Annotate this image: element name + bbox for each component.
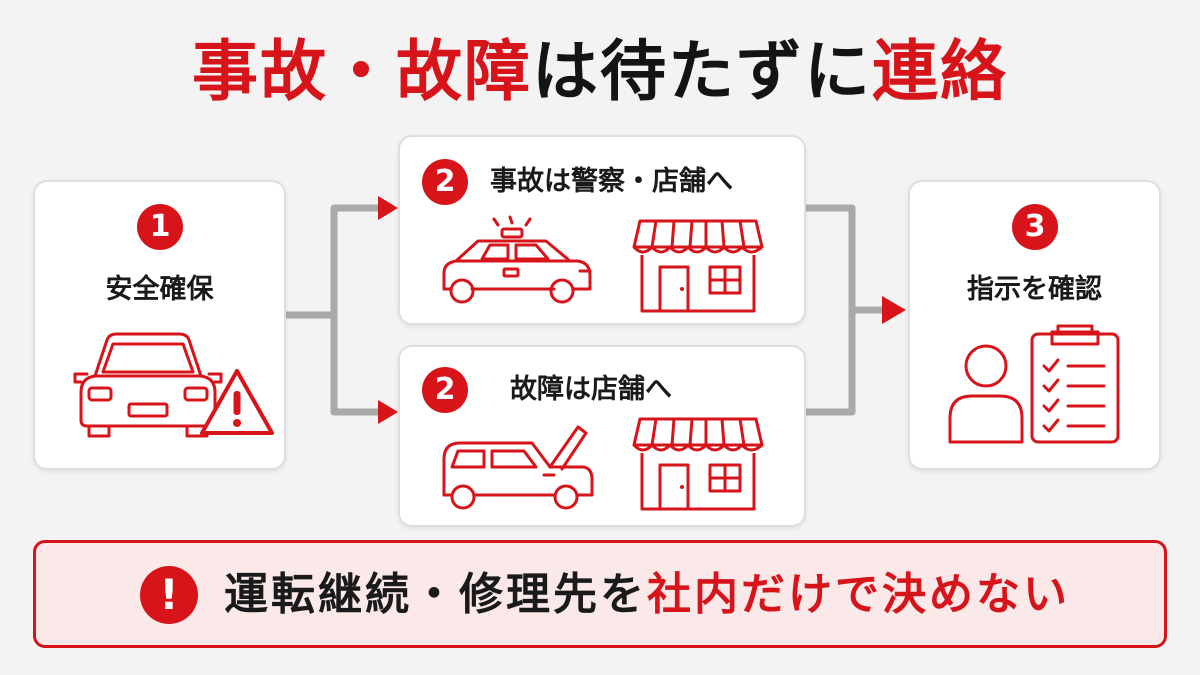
page-title: 事故・故障は待たずに連絡 — [0, 26, 1200, 118]
shop-icon — [632, 219, 764, 313]
title-contact: 連絡 — [872, 33, 1008, 110]
step-label: 故障は店舗へ — [510, 374, 672, 405]
warning-text-part1: 運転継続・修理先を — [224, 569, 647, 620]
arrow-to-confirm — [882, 296, 906, 324]
title-accident-breakdown: 事故・故障 — [192, 33, 532, 110]
step-number-badge: 1 — [137, 204, 183, 250]
title-without-waiting: は待たずに — [532, 33, 872, 110]
person-icon — [948, 344, 1024, 444]
connector-merge — [806, 204, 882, 416]
warning-text: 運転継続・修理先を社内だけで決めない — [224, 563, 1070, 627]
step-number-badge: 3 — [1012, 204, 1058, 250]
car-front-icon — [73, 332, 223, 438]
warning-triangle-icon — [200, 369, 274, 435]
step-number-badge: 2 — [422, 159, 468, 205]
broken-car-icon — [442, 425, 594, 510]
step-breakdown-card: 2 故障は店舗へ — [398, 345, 806, 527]
step-label: 安全確保 — [105, 274, 214, 305]
connector-split — [286, 204, 378, 416]
clipboard-checklist-icon — [1030, 324, 1120, 444]
police-car-icon — [442, 215, 592, 304]
step-label: 指示を確認 — [967, 274, 1102, 305]
arrow-to-breakdown — [378, 400, 398, 424]
warning-banner: ! 運転継続・修理先を社内だけで決めない — [33, 540, 1167, 648]
exclamation-icon: ! — [140, 566, 198, 624]
shop-icon — [632, 417, 764, 511]
arrow-to-accident — [378, 196, 398, 220]
step-accident-card: 2 事故は警察・店舗へ — [398, 135, 806, 325]
step-safety-card: 1 安全確保 — [33, 180, 286, 470]
step-number-badge: 2 — [422, 367, 468, 413]
step-label: 事故は警察・店舗へ — [490, 166, 733, 197]
step-confirm-card: 3 指示を確認 — [908, 180, 1161, 470]
warning-text-part2: 社内だけで決めない — [647, 569, 1070, 620]
